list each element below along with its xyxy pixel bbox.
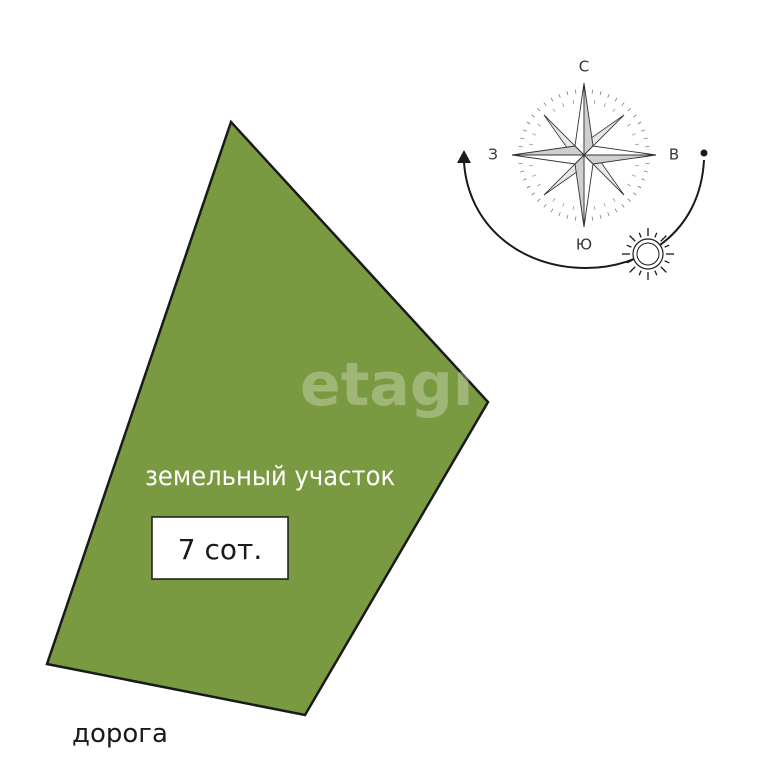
sunrise-dot [700, 149, 708, 157]
compass-west-label: З [488, 146, 498, 164]
compass-tick [552, 198, 556, 202]
compass-tick [643, 170, 648, 173]
compass-tick [572, 99, 575, 105]
compass-tick [574, 216, 577, 221]
compass-tick [643, 137, 648, 140]
compass-tick [607, 93, 610, 98]
compass-tick [528, 143, 534, 146]
sun-path-arrow-icon [457, 150, 471, 163]
compass-tick [518, 145, 523, 148]
compass-north-label: С [579, 58, 589, 76]
compass-tick [532, 133, 537, 136]
compass-south-label: Ю [576, 236, 592, 254]
compass-tick [645, 162, 650, 165]
compass-tick [603, 103, 606, 108]
compass-tick [566, 214, 569, 219]
compass-tick [627, 108, 631, 112]
compass-tick [632, 114, 637, 118]
compass-tick [574, 89, 577, 94]
compass-tick [607, 212, 610, 217]
compass-tick [614, 97, 618, 102]
compass-tick [614, 208, 618, 213]
compass-tick [537, 108, 541, 112]
compass-tick [520, 137, 525, 140]
compass-tick [599, 214, 602, 219]
plot-label: земельный участок [145, 461, 395, 492]
sun-ray [626, 244, 632, 248]
compass-tick [634, 164, 640, 167]
compass-tick [537, 183, 541, 187]
compass-tick [522, 129, 527, 132]
compass-tick [621, 203, 625, 208]
compass-tick [537, 123, 541, 127]
sun-path [457, 149, 708, 270]
compass-tick [612, 108, 616, 112]
compass-tick [632, 192, 637, 196]
compass-tick [543, 102, 547, 107]
compass-tick [520, 170, 525, 173]
compass-tick [621, 102, 625, 107]
sun-ray [654, 270, 658, 276]
compass-tick [641, 178, 646, 181]
compass-diagonal-rays [543, 114, 625, 196]
compass-tick [591, 89, 594, 94]
compass-tick [627, 183, 631, 187]
watermark-text: etagi [300, 350, 473, 420]
compass-tick [627, 198, 631, 202]
compass-tick [543, 203, 547, 208]
compass-tick [528, 164, 534, 167]
compass-tick [572, 205, 575, 211]
compass-tick [603, 202, 606, 207]
compass-tick [558, 212, 561, 217]
compass-tick [537, 198, 541, 202]
sun-ray [664, 260, 670, 264]
compass-rose: С Ю В З [488, 58, 679, 254]
sun-ray [660, 266, 667, 273]
compass-tick [531, 114, 536, 118]
compass-tick [552, 108, 556, 112]
sun-ray [638, 232, 642, 238]
compass-tick [562, 103, 565, 108]
compass-cardinal-rays [511, 82, 657, 228]
compass-tick [550, 97, 554, 102]
sun-ray [654, 232, 658, 238]
compass-tick [518, 162, 523, 165]
area-box [151, 516, 289, 580]
compass-tick [641, 129, 646, 132]
area-value: 7 сот. [178, 533, 262, 566]
compass-tick [631, 133, 636, 136]
sun-ray [629, 266, 636, 273]
compass-tick [550, 208, 554, 213]
sun-ray [629, 235, 636, 242]
compass-tick [558, 93, 561, 98]
compass-tick [593, 99, 596, 105]
compass-tick [634, 143, 640, 146]
sun-ray [660, 235, 667, 242]
compass-tick [612, 198, 616, 202]
sun-ray [626, 260, 632, 264]
compass-tick [591, 216, 594, 221]
sun-ray [638, 270, 642, 276]
sun-ray [664, 244, 670, 248]
compass-tick [531, 192, 536, 196]
compass-tick [526, 185, 531, 189]
compass-tick [566, 91, 569, 96]
compass-tick [637, 121, 642, 125]
compass-tick [526, 121, 531, 125]
compass-east-label: В [669, 146, 679, 164]
compass-tick [562, 202, 565, 207]
sun-icon [622, 228, 674, 280]
compass-tick [599, 91, 602, 96]
compass-tick [522, 178, 527, 181]
compass-tick [631, 174, 636, 177]
compass-tick [627, 123, 631, 127]
compass-tick [637, 185, 642, 189]
compass-tick [593, 205, 596, 211]
road-label: дорога [72, 719, 168, 749]
compass-tick [645, 145, 650, 148]
compass-tick [532, 174, 537, 177]
